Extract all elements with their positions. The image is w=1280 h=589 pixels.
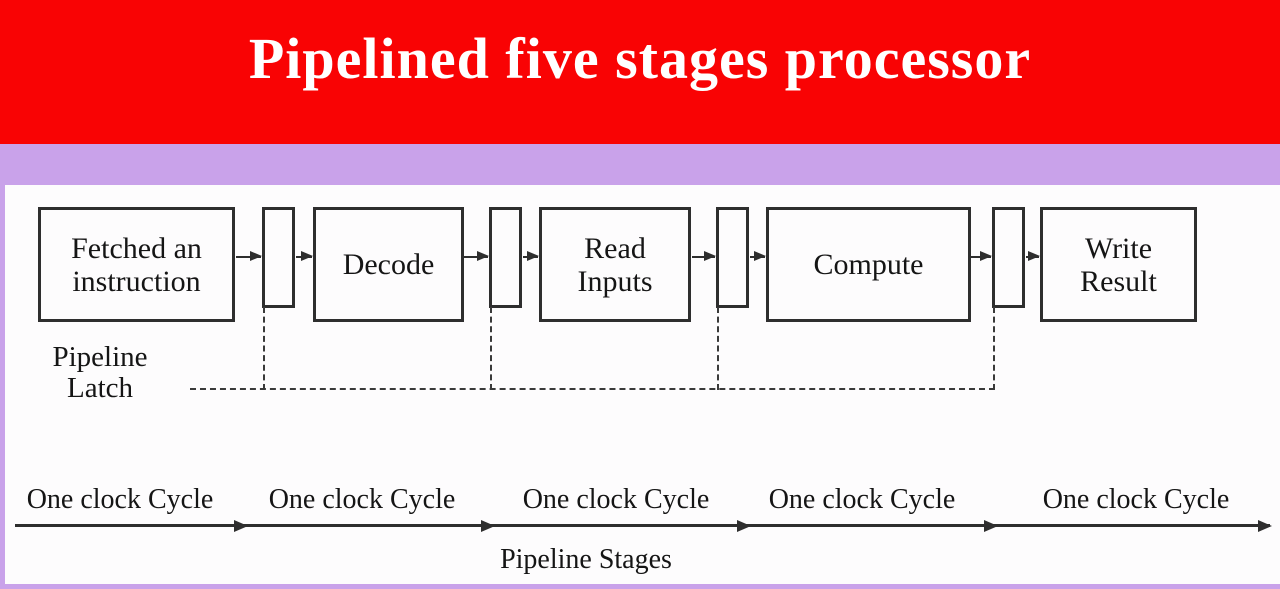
stage-box-write-result: Write Result (1040, 207, 1197, 322)
bottom-border-strip (0, 584, 1280, 589)
pipeline-latch-box-4 (992, 207, 1025, 308)
latch-callout-dash-vertical (490, 307, 492, 390)
timeline-arrow-icon (749, 520, 998, 532)
pipeline-latch-label: Pipeline Latch (52, 341, 148, 404)
timeline-arrow-icon (493, 520, 751, 532)
stage-box-read-inputs: Read Inputs (539, 207, 691, 322)
flow-arrow-icon (750, 251, 766, 261)
timeline-arrow-icon (996, 520, 1272, 532)
timeline-arrow-icon (15, 520, 248, 532)
latch-callout-dash-horizontal (190, 388, 995, 390)
left-border-strip (0, 185, 5, 589)
flow-arrow-icon (971, 251, 992, 261)
flow-arrow-icon (296, 251, 313, 261)
stage-box-compute: Compute (766, 207, 971, 322)
stage-label-compute: Compute (813, 248, 924, 281)
pipeline-latch-box-2 (489, 207, 522, 308)
stage-label-write-result: Write Result (1080, 231, 1157, 298)
flow-arrow-icon (692, 251, 716, 261)
flow-arrow-icon (236, 251, 262, 261)
clock-cycle-label-3: One clock Cycle (522, 484, 710, 515)
latch-callout-dash-vertical (717, 307, 719, 390)
clock-cycle-label-4: One clock Cycle (768, 484, 956, 515)
latch-callout-dash-vertical (263, 307, 265, 390)
pipeline-latch-box-1 (262, 207, 295, 308)
pipeline-latch-box-3 (716, 207, 749, 308)
title-banner: Pipelined five stages processor (0, 0, 1280, 144)
stage-label-decode: Decode (342, 248, 435, 281)
clock-cycle-label-1: One clock Cycle (26, 484, 214, 515)
page-title: Pipelined five stages processor (248, 25, 1032, 91)
flow-arrow-icon (464, 251, 489, 261)
clock-cycle-label-2: One clock Cycle (268, 484, 456, 515)
latch-callout-dash-vertical (993, 307, 995, 390)
stage-label-read-inputs: Read Inputs (577, 231, 653, 298)
clock-cycle-label-5: One clock Cycle (1042, 484, 1230, 515)
stage-box-decode: Decode (313, 207, 464, 322)
flow-arrow-icon (523, 251, 539, 261)
flow-arrow-icon (1026, 251, 1040, 261)
lavender-divider (0, 144, 1280, 185)
pipeline-stages-caption: Pipeline Stages (500, 544, 672, 575)
stage-box-fetch: Fetched an instruction (38, 207, 235, 322)
timeline-arrow-icon (246, 520, 495, 532)
stage-label-fetch: Fetched an instruction (71, 231, 202, 298)
